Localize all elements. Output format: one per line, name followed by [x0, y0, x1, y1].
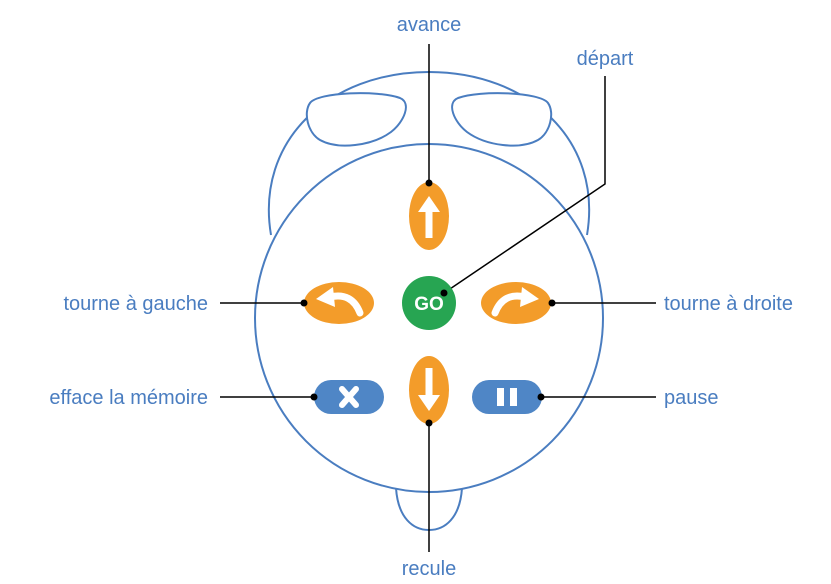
turn-left-button[interactable] [304, 282, 374, 324]
clear-memory-button[interactable] [314, 380, 384, 414]
leader-lines [220, 44, 656, 552]
turn-right-button[interactable] [481, 282, 551, 324]
label-start: départ [577, 48, 634, 70]
leader-line-start [443, 76, 606, 294]
label-turn-left: tourne à gauche [63, 293, 208, 315]
pause-icon [497, 388, 517, 406]
label-pause: pause [664, 387, 719, 409]
turn-left-arrow-icon [316, 287, 364, 317]
pause-button[interactable] [472, 380, 542, 414]
robot-left-eye [305, 92, 407, 147]
label-backward: recule [402, 558, 456, 580]
forward-button[interactable] [409, 182, 449, 250]
label-clear-memory: efface la mémoire [49, 387, 208, 409]
arrow-down-icon [418, 368, 440, 411]
turn-right-arrow-icon [491, 287, 539, 317]
go-button-label: GO [414, 294, 444, 315]
label-turn-right: tourne à droite [664, 293, 793, 315]
leader-dots [300, 179, 556, 427]
robot-right-eye [451, 92, 553, 147]
arrow-up-icon [418, 196, 440, 238]
backward-button[interactable] [409, 356, 449, 424]
cross-icon [339, 386, 359, 408]
go-button[interactable]: GO [402, 276, 456, 330]
label-forward: avance [397, 14, 462, 36]
